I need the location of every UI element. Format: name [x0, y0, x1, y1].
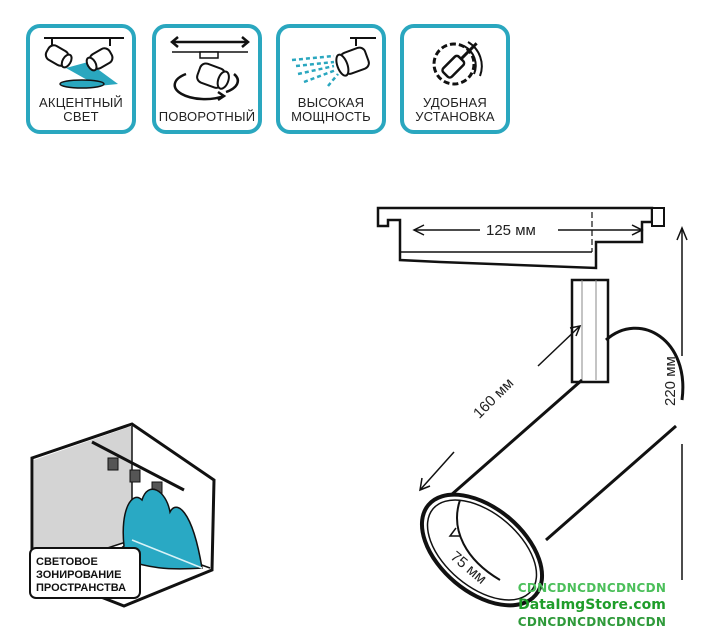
feature-label: АКЦЕНТНЫЙ СВЕТ	[39, 95, 123, 124]
zoning-label: СВЕТОВОЕ ЗОНИРОВАНИЕ ПРОСТРАНСТВА	[36, 556, 127, 594]
lens-ring	[419, 492, 545, 608]
feature-label: ПОВОРОТНЫЙ	[158, 109, 256, 124]
track-adapter	[376, 206, 654, 270]
watermark: CDNCDNCDNCDNCDN DataImgStore.com CDNCDNC…	[517, 581, 667, 629]
feature-easy-install: УДОБНАЯ УСТАНОВКА	[400, 24, 510, 134]
accent-light-icon	[44, 37, 124, 89]
width-dimension: 125 мм	[486, 222, 536, 239]
feature-label: УДОБНАЯ УСТАНОВКА	[415, 95, 495, 124]
feature-rotating: ПОВОРОТНЫЙ	[152, 24, 262, 134]
room-zoning-illustration	[29, 422, 216, 608]
feature-accent-light: АКЦЕНТНЫЙ СВЕТ	[26, 24, 136, 134]
high-power-icon	[291, 37, 376, 87]
feature-high-power: ВЫСОКАЯ МОЩНОСТЬ	[276, 24, 386, 134]
height-dimension: 220 мм	[662, 356, 679, 406]
easy-install-icon	[432, 41, 483, 86]
feature-label: ВЫСОКАЯ МОЩНОСТЬ	[291, 95, 371, 124]
rotating-icon	[170, 36, 250, 102]
track-light-drawing	[376, 206, 688, 608]
